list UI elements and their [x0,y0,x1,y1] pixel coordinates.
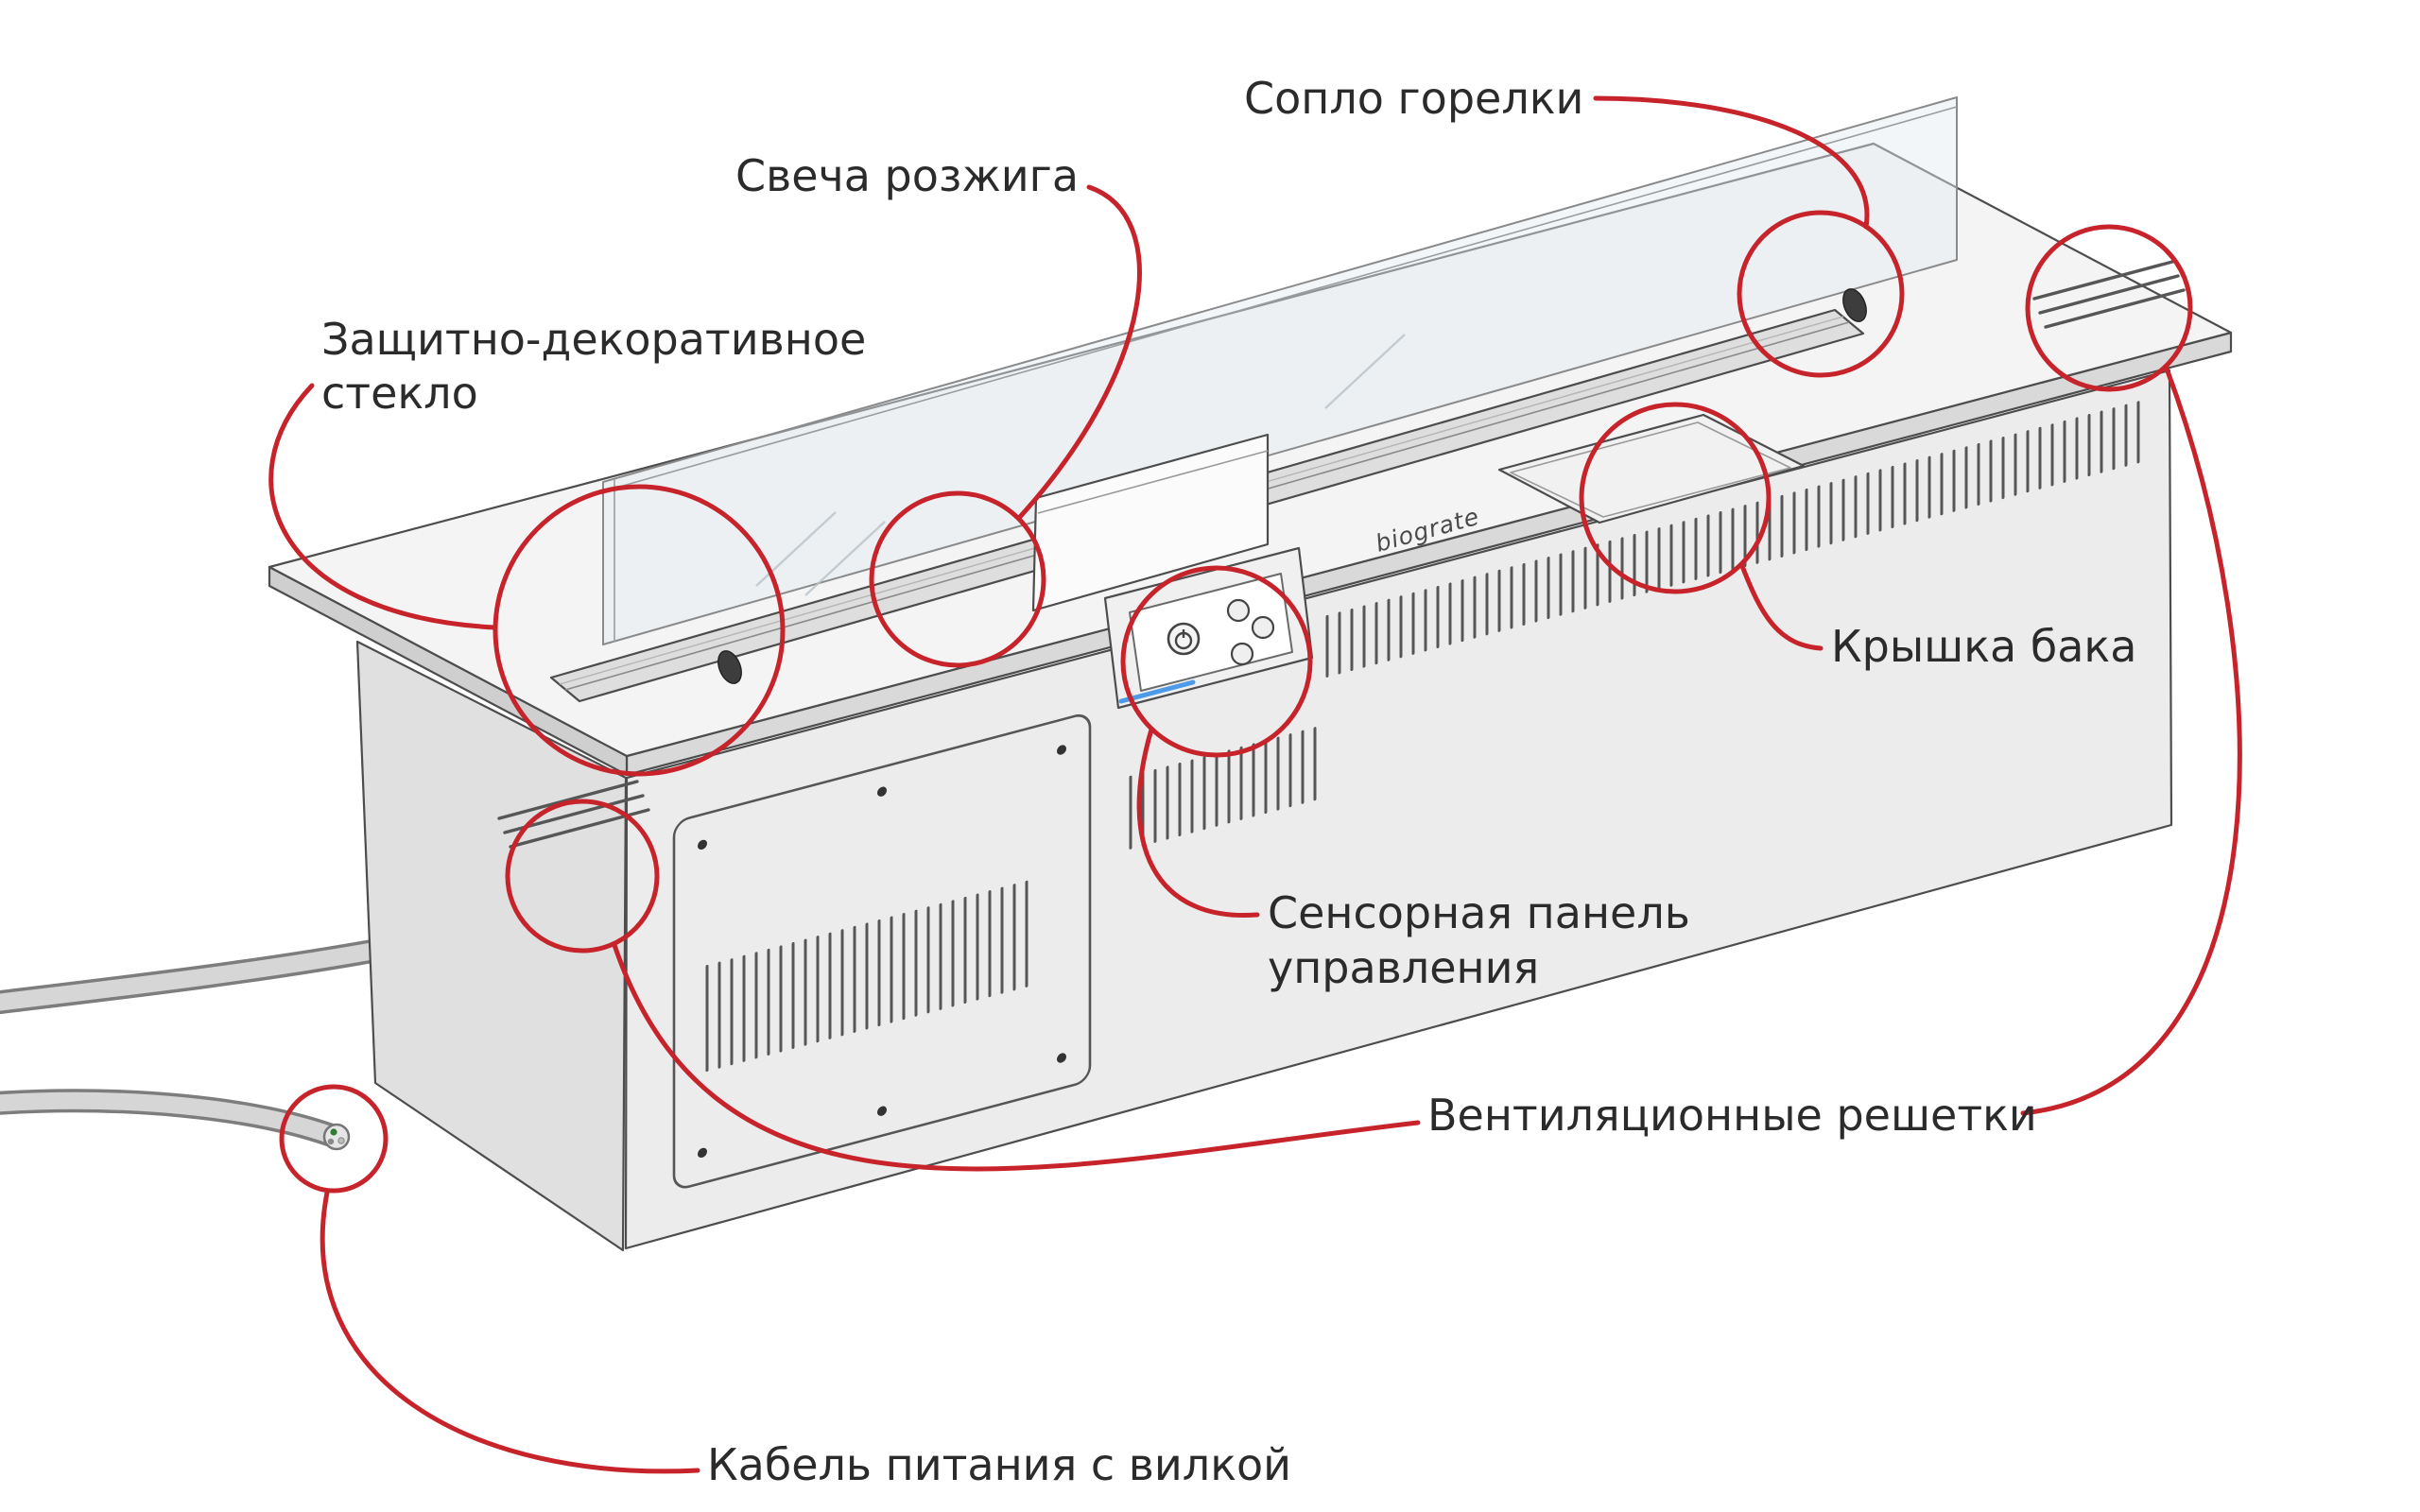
power-button[interactable] [1167,622,1201,656]
label-protective-glass-line2: стекло [321,368,478,419]
label-ventilation-grilles: Вентиляционные решетки [1427,1090,2037,1141]
tank-lid [1497,413,1806,524]
label-burner-nozzle: Сопло горелки [1244,73,1583,124]
annotation-circle-touch-panel [1120,565,1313,758]
label-tank-lid: Крышка бака [1831,621,2136,672]
burner-end-cap-left [717,650,742,684]
service-panel [672,713,1092,1189]
leader-glass [268,383,498,630]
label-power-cable: Кабель питания с вилкой [707,1439,1291,1490]
annotation-circle-ignition [869,490,1046,668]
leader-power-cable [320,1190,700,1474]
power-cable [0,937,392,1151]
leader-vents-left [612,942,1421,1172]
device-illustration: biograte [268,96,2233,1252]
control-panel-lid [1031,433,1270,612]
panel-status-led [1118,679,1196,704]
annotation-circle-tank-lid [1579,402,1772,594]
front-vent-slots-long [1325,401,2140,678]
front-vent-slots-small [1129,727,1317,850]
burner-nozzle [1842,288,1867,322]
label-touch-panel-line1: Сенсорная панель [1268,887,1690,938]
annotation-circle-vent-right [2025,224,2193,392]
annotation-circle-glass [493,484,786,777]
leader-touch-panel [1136,727,1260,919]
part-labels: Сопло горелки Свеча розжига Защитно-деко… [321,73,2136,1490]
annotation-circle-vent-left [505,799,660,954]
leader-ignition-plug [1016,184,1142,521]
vent-grille-top-right [2032,260,2186,329]
service-panel-screws [698,745,1066,1159]
cable-plug-end [322,1123,351,1151]
label-ignition-plug: Свеча розжига [735,150,1079,201]
leader-burner-nozzle [1593,95,1870,230]
annotation-circle-nozzle [1737,210,1905,378]
leader-tank-lid [1739,563,1824,651]
service-panel-vent-slots [705,880,1028,1073]
panel-buttons[interactable] [1226,598,1275,666]
label-protective-glass-line1: Защитно-декоративное [321,314,866,365]
protective-glass-panel [602,96,1958,645]
annotation-circle-cable [279,1084,389,1194]
label-touch-panel-line2: управления [1268,942,1539,993]
annotations [268,95,2242,1474]
leader-vents-right [2020,366,2242,1116]
